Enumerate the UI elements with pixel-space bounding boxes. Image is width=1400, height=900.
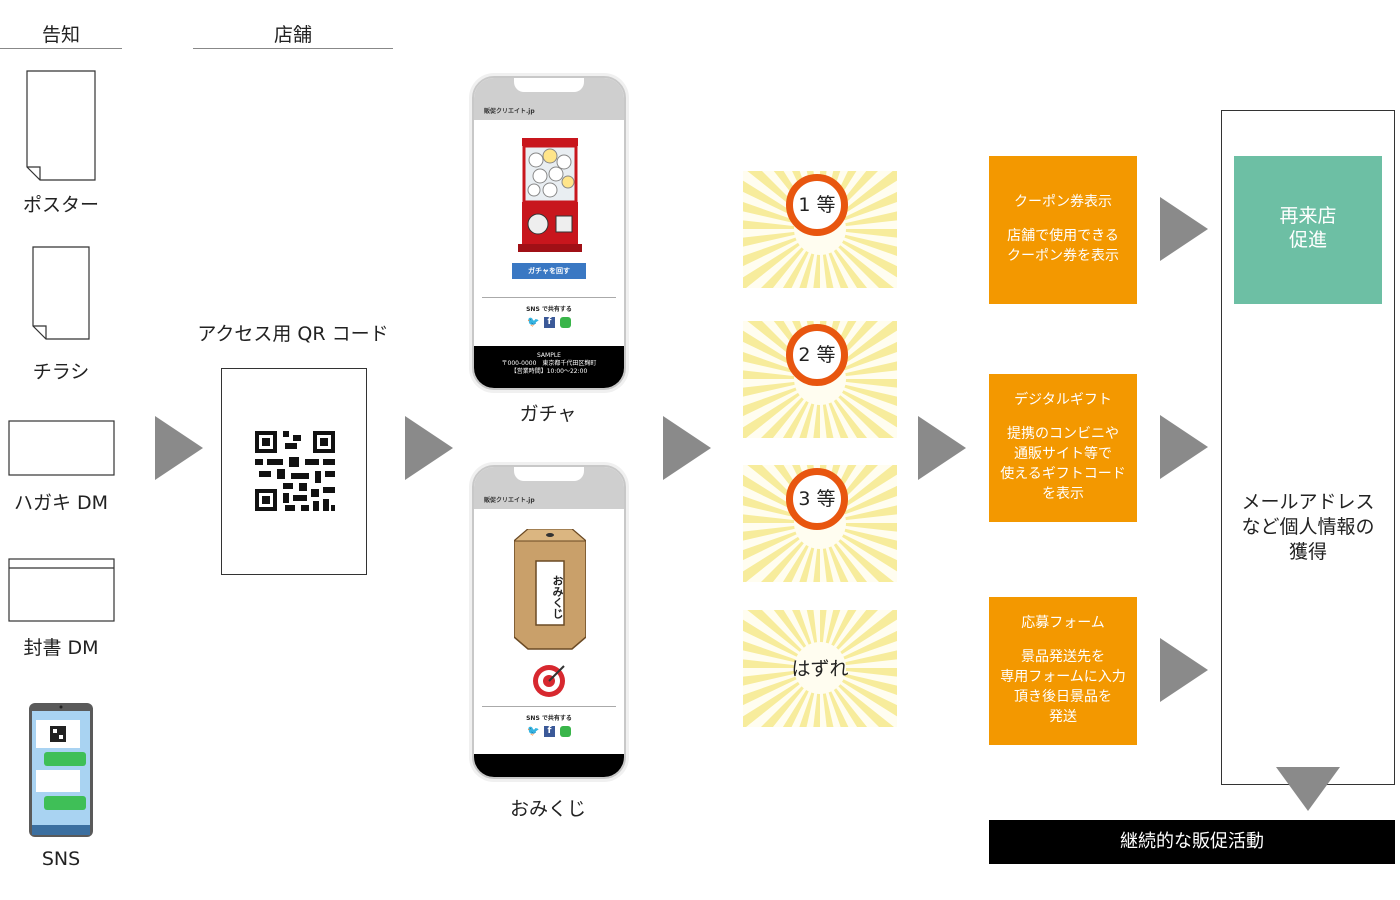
- return-visit-line: 再来店: [1279, 205, 1337, 227]
- flow-arrow-3: [663, 416, 711, 480]
- omikuji-box-label: おみくじ: [551, 575, 564, 619]
- gacha-spin-button[interactable]: ガチャを回す: [512, 263, 586, 279]
- prize-rank-badge: 3 等: [786, 468, 848, 530]
- site-logo: 販促クリエイト.jp: [484, 108, 535, 115]
- personal-info-text: メールアドレス など個人情報の 獲得: [1222, 490, 1394, 565]
- postcard-icon: [8, 420, 115, 476]
- share-label: SNS で共有する: [526, 715, 572, 722]
- card-digital-gift: デジタルギフト 提携のコンビニや 通販サイト等で 使えるギフトコード を表示: [989, 374, 1137, 522]
- card-text: 発送: [1049, 709, 1077, 725]
- card-text: 提携のコンビニや: [1007, 426, 1119, 442]
- poster-icon: [26, 70, 96, 181]
- media-label-envelope: 封書 DM: [23, 637, 99, 659]
- continuous-promotion-bar: 継続的な販促活動: [989, 820, 1395, 864]
- twitter-icon[interactable]: 🐦: [527, 726, 540, 737]
- media-label-flyer: チラシ: [32, 361, 90, 383]
- footer-address: 〒000-0000 東京都千代田区麹町: [501, 360, 597, 367]
- flow-arrow-6: [1160, 415, 1208, 479]
- facebook-icon[interactable]: f: [544, 317, 555, 328]
- personal-info-line: など個人情報の: [1241, 516, 1375, 538]
- header-notice-underline: [0, 48, 122, 49]
- site-logo: 販促クリエイト.jp: [484, 497, 535, 504]
- result-burst: 1 等: [660, 69, 980, 389]
- twitter-icon[interactable]: 🐦: [527, 317, 540, 328]
- phone-label-gacha: ガチャ: [519, 403, 577, 425]
- prize-rank-badge: 2 等: [786, 324, 848, 386]
- media-label-postcard: ハガキ DM: [13, 492, 109, 514]
- phone-omikuji: 販促クリエイト.jp おみくじ SNS で共有する 🐦 f: [472, 465, 626, 779]
- card-text: 通販サイト等で: [1014, 446, 1112, 462]
- card-text: 使えるギフトコード: [1000, 466, 1126, 482]
- store-footer: [474, 754, 624, 777]
- flow-arrow-down: [1276, 767, 1340, 811]
- card-text: 景品発送先を: [1021, 649, 1105, 665]
- facebook-icon[interactable]: f: [544, 726, 555, 737]
- result-burst: 2 等: [660, 219, 980, 539]
- phone-label-omikuji: おみくじ: [509, 798, 586, 820]
- card-application-form: 応募フォーム 景品発送先を 専用フォームに入力 頂き後日景品を 発送: [989, 597, 1137, 745]
- footer-title: SAMPLE: [537, 352, 561, 359]
- media-label-sns: SNS: [41, 848, 81, 870]
- share-icons: 🐦 f: [527, 726, 571, 737]
- return-visit-line: 促進: [1288, 229, 1327, 251]
- omikuji-box-icon: [514, 529, 586, 650]
- flow-arrow-1: [155, 416, 203, 480]
- share-label: SNS で共有する: [526, 306, 572, 313]
- header-notice: 告知: [41, 24, 80, 46]
- target-icon[interactable]: [532, 662, 568, 698]
- store-footer: SAMPLE 〒000-0000 東京都千代田区麹町 【営業時間】10:00～2…: [474, 346, 624, 388]
- card-text: クーポン券を表示: [1007, 248, 1119, 264]
- footer-hours: 【営業時間】10:00～22:00: [510, 368, 588, 375]
- line-icon[interactable]: [560, 317, 571, 328]
- personal-info-line: メールアドレス: [1241, 491, 1375, 513]
- card-title-coupon: クーポン券表示: [1014, 194, 1112, 210]
- miss-label: はずれ: [791, 658, 849, 680]
- flow-arrow-4: [918, 416, 966, 480]
- card-text: を表示: [1042, 486, 1084, 502]
- qr-card: [221, 368, 367, 575]
- share-icons: 🐦 f: [527, 317, 571, 328]
- return-visit-box: 再来店 促進: [1234, 156, 1382, 304]
- header-store: 店舗: [273, 24, 312, 46]
- smartphone-icon: [29, 703, 93, 837]
- card-text: 専用フォームに入力: [1000, 669, 1126, 685]
- line-icon[interactable]: [560, 726, 571, 737]
- phone-gacha: 販促クリエイト.jp ガチャを回す SNS で共有する 🐦 f SAMPLE 〒…: [472, 76, 626, 390]
- gacha-machine-icon: [518, 138, 582, 252]
- prize-rank-badge: 1 等: [786, 174, 848, 236]
- flyer-icon: [32, 246, 90, 340]
- card-coupon: クーポン券表示 店舗で使用できる クーポン券を表示: [989, 156, 1137, 304]
- result-burst: 3 等: [660, 363, 980, 683]
- envelope-icon: [8, 558, 115, 622]
- card-text: 頂き後日景品を: [1014, 689, 1112, 705]
- header-store-underline: [193, 48, 393, 49]
- qr-code-icon: [255, 431, 335, 511]
- result-burst: はずれ: [660, 508, 980, 828]
- media-label-poster: ポスター: [22, 194, 99, 216]
- card-text: 店舗で使用できる: [1007, 228, 1119, 244]
- card-title-digital-gift: デジタルギフト: [1014, 392, 1112, 408]
- personal-info-line: 獲得: [1288, 541, 1327, 563]
- card-title-application-form: 応募フォーム: [1021, 615, 1105, 631]
- flow-arrow-5: [1160, 197, 1208, 261]
- flow-arrow-7: [1160, 638, 1208, 702]
- flow-arrow-2: [405, 416, 453, 480]
- qr-label: アクセス用 QR コード: [197, 323, 389, 345]
